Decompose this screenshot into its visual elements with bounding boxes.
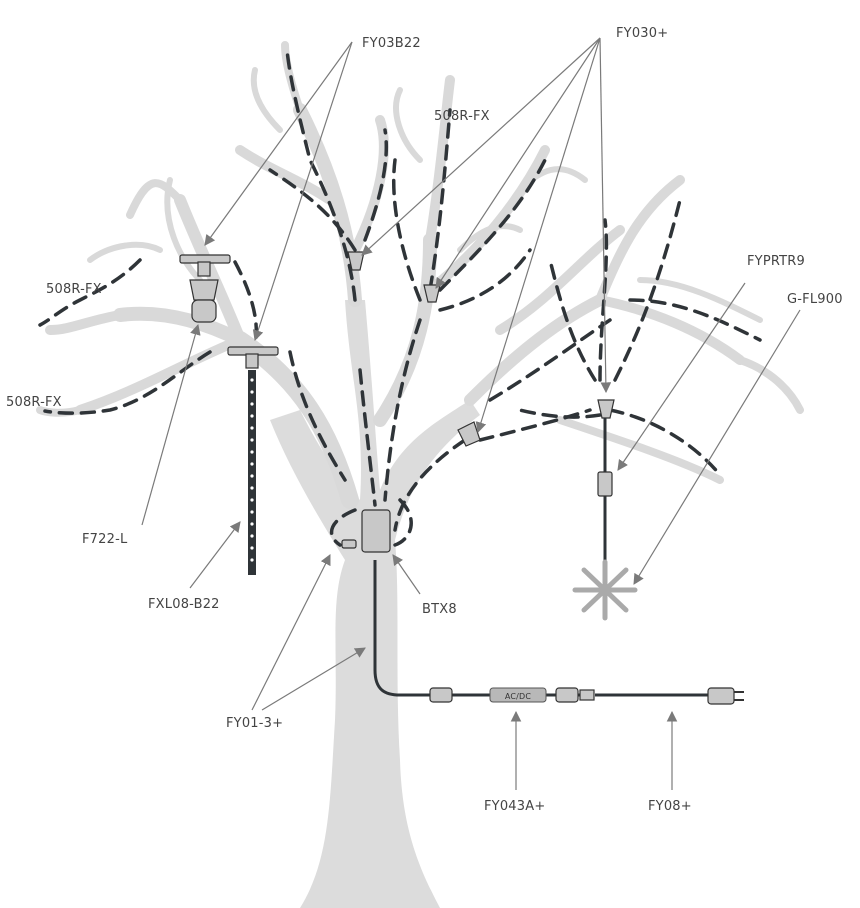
label-508r-fx-top: 508R-FX [434, 109, 490, 124]
acdc-label: AC/DC [505, 692, 532, 701]
label-fy030: FY030+ [616, 26, 668, 41]
label-fxl08-b22: FXL08-B22 [148, 597, 220, 612]
label-fy03b22: FY03B22 [362, 36, 421, 51]
label-g-fl900: G-FL900 [787, 292, 843, 307]
label-508r-fx-left-2: 508R-FX [6, 395, 62, 410]
label-fy01-3: FY01-3+ [226, 716, 283, 731]
label-508r-fx-left-1: 508R-FX [46, 282, 102, 297]
label-fyprtr9: FYPRTR9 [747, 254, 805, 269]
power-plug [708, 688, 734, 704]
led-strip [248, 370, 256, 575]
label-btx8: BTX8 [422, 602, 457, 617]
btx8-box [362, 510, 390, 552]
label-fy043a: FY043A+ [484, 799, 545, 814]
label-f722-l: F722-L [82, 532, 128, 547]
fyprtr9-unit [598, 472, 612, 496]
snowflake-light [575, 562, 635, 618]
label-fy08: FY08+ [648, 799, 692, 814]
